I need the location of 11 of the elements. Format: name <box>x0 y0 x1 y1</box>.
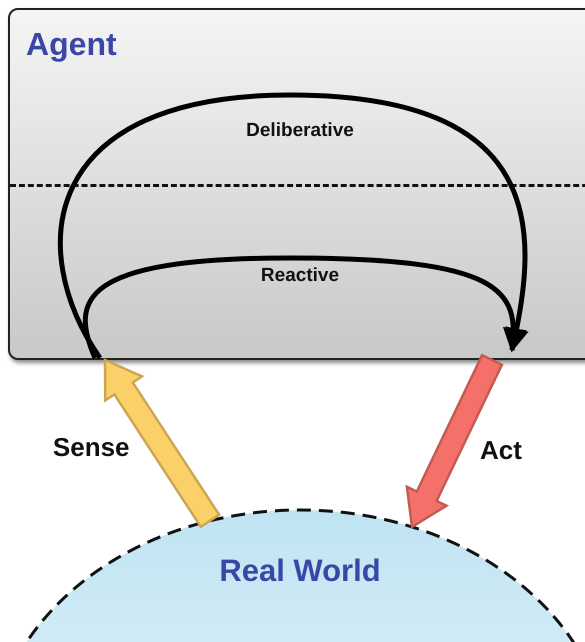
loop-arrow <box>58 92 528 360</box>
edge-label: Sense <box>52 432 130 464</box>
block-arrow <box>405 354 504 529</box>
node-label: Real World <box>218 553 382 589</box>
agent-box <box>8 8 585 360</box>
block-arrow <box>104 358 221 529</box>
edge-label: Reactive <box>260 265 340 287</box>
edge-label: Deliberative <box>245 120 355 142</box>
node-title: Agent <box>26 26 117 63</box>
loop-arrow <box>82 256 526 359</box>
edge-label: Act <box>480 435 522 466</box>
